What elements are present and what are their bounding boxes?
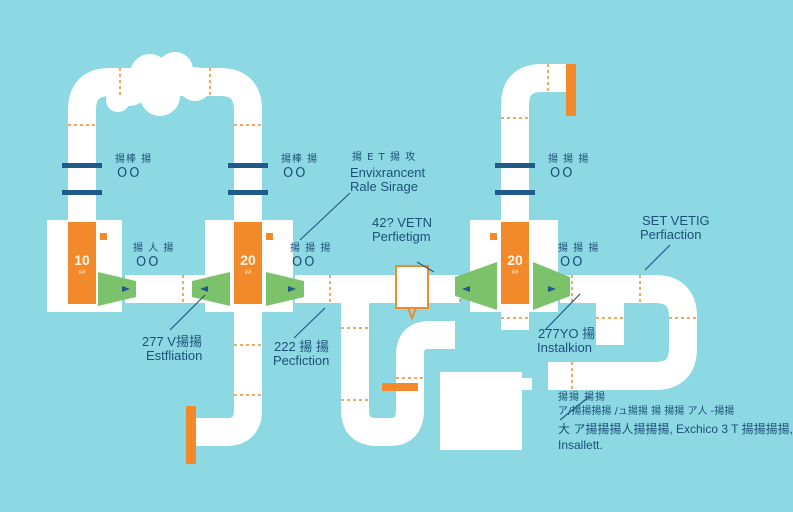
mid-valve-right — [266, 272, 304, 306]
top-right-cap — [566, 64, 576, 116]
right-unit-cjk-label: 揚 揚 揚 — [558, 243, 600, 254]
left-unit-number: 10 — [74, 252, 90, 268]
left-valve — [98, 272, 136, 306]
mid-unit-oo-label: OO — [292, 255, 317, 270]
left-bottom-line2: Estfliation — [146, 348, 203, 363]
right-tall-pipe — [501, 64, 572, 230]
upper-mid-oo-label: OO — [283, 166, 308, 181]
note-line3: 大 ア揚揚揚人揚揚揚, Exchico 3 T 揚揚揚揚, — [558, 422, 793, 436]
mid-unit-cjk-label: 揚 揚 揚 — [290, 243, 332, 254]
left-unit-sub: ## — [78, 270, 86, 276]
right-valve-left — [455, 262, 497, 310]
left-unit-cjk-label: 揚 人 揚 — [133, 243, 175, 254]
upper-right-cjk-label: 揚 揚 揚 — [548, 154, 590, 165]
mid-unit-sub: ## — [244, 270, 252, 276]
env-line1: Envixrancent — [350, 165, 426, 180]
upper-mid-cjk-label: 揚棒 揚 — [281, 154, 319, 165]
vetn-line1: 42? VETN — [372, 215, 432, 230]
loop-flange — [382, 383, 418, 391]
mid-bottom-line2: Pecfiction — [273, 353, 330, 368]
upper-left-cjk-label: 揚棒 揚 — [115, 154, 153, 165]
right-unit-sub: ## — [511, 270, 519, 276]
vetn-line2: Perfietigm — [372, 229, 431, 244]
steam-cloud — [106, 52, 212, 116]
callout-lines — [169, 192, 671, 421]
pipe-bands — [62, 163, 535, 195]
gauge-box — [395, 265, 429, 309]
valve-arrows — [122, 286, 556, 292]
env-cjk-label: 揚 E T 揚 攻 — [352, 152, 417, 163]
note-line2: ア/揚揚揚揚 /ュ揚揚 揚 揚揚 ア人 -揚揚 — [558, 406, 735, 417]
valves — [98, 262, 570, 310]
pipeline-diagram: 10 ## 20 ## 20 ## 揚棒 揚 OO 揚棒 揚 OO 揚 E T … — [47, 52, 793, 464]
note-line4: Insallett. — [558, 438, 603, 452]
right-bottom-line1: 277YO 揚 — [538, 326, 596, 341]
mid-bottom-line1: 222 揚 揚 — [274, 339, 329, 354]
right-horizontal-pipe — [548, 275, 697, 390]
pipe-joints — [68, 64, 697, 401]
upper-left-oo-label: OO — [117, 166, 142, 181]
right-valve-right — [533, 262, 570, 310]
mid-valve-left — [192, 272, 230, 306]
note-line1: 揚揚 揚揚 — [558, 392, 607, 403]
left-unit-core — [68, 222, 96, 304]
unit-cores — [68, 222, 529, 304]
set-line1: SET VETIG — [642, 213, 710, 228]
upper-right-oo-label: OO — [550, 166, 575, 181]
storage-tank — [440, 372, 522, 450]
mid-unit-core — [234, 222, 262, 304]
mid-unit-number: 20 — [240, 252, 256, 268]
lower-loop-pipe — [341, 289, 455, 446]
pipe-caps — [186, 64, 576, 464]
left-bottom-line1: 277 V揚揚 — [142, 334, 202, 349]
bottom-left-cap — [186, 406, 196, 464]
right-bottom-line2: Instalkion — [537, 340, 592, 355]
diagram-canvas — [47, 52, 697, 464]
right-unit-oo-label: OO — [560, 255, 585, 270]
env-line2: Rale Sirage — [350, 179, 418, 194]
right-unit-number: 20 — [507, 252, 523, 268]
mid-downpipe — [195, 305, 262, 446]
set-line2: Perfiaction — [640, 227, 702, 242]
pipe-network — [68, 64, 697, 446]
right-unit-core — [501, 222, 529, 304]
left-unit-oo-label: OO — [136, 255, 161, 270]
